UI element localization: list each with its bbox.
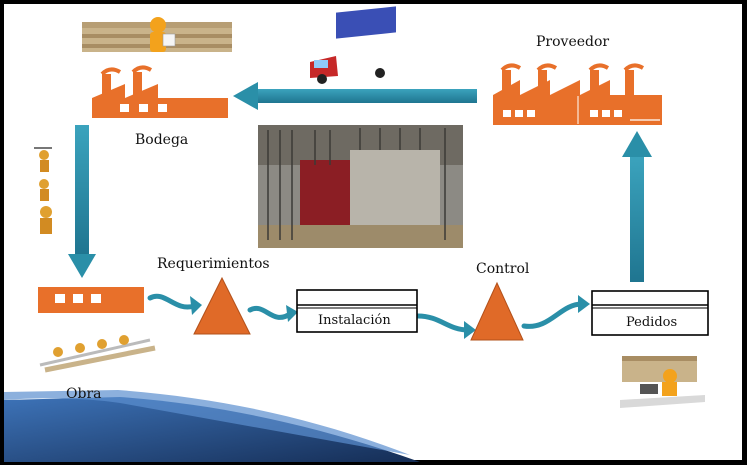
label-requerimientos: Requerimientos bbox=[157, 256, 270, 272]
worker-hammer-icons bbox=[34, 147, 52, 234]
label-obra: Obra bbox=[66, 386, 102, 402]
flow-arrow-control-to-pedidos bbox=[521, 295, 590, 329]
construction-photo bbox=[258, 125, 463, 248]
flow-arrow-requerimientos-to-instalacion bbox=[247, 305, 298, 322]
worker-crew-icon bbox=[39, 335, 156, 373]
triangle-control bbox=[470, 281, 524, 341]
flow-arrow-obra-to-requerimientos bbox=[147, 293, 202, 315]
truck-icon bbox=[310, 6, 396, 84]
label-instalacion: Instalación bbox=[318, 313, 391, 328]
label-bodega: Bodega bbox=[135, 132, 189, 148]
factory-icon-bodega bbox=[92, 65, 228, 118]
label-proveedor: Proveedor bbox=[536, 34, 610, 50]
flow-arrow-instalacion-to-control bbox=[415, 313, 476, 339]
instalacion-box bbox=[296, 289, 418, 333]
arrow-pedidos-to-proveedor bbox=[622, 131, 652, 282]
arrow-bodega-to-obra bbox=[68, 125, 96, 278]
worker-laptop-icon bbox=[620, 356, 705, 408]
pedidos-box bbox=[591, 290, 709, 336]
triangle-requerimientos bbox=[193, 276, 251, 335]
label-pedidos: Pedidos bbox=[626, 315, 678, 330]
arrow-proveedor-to-bodega bbox=[233, 82, 477, 110]
factory-icon-proveedor bbox=[493, 63, 662, 125]
label-control: Control bbox=[476, 261, 530, 277]
swoosh-decoration bbox=[4, 390, 420, 462]
worker-icon bbox=[150, 17, 176, 52]
building-block-icon bbox=[38, 287, 144, 313]
